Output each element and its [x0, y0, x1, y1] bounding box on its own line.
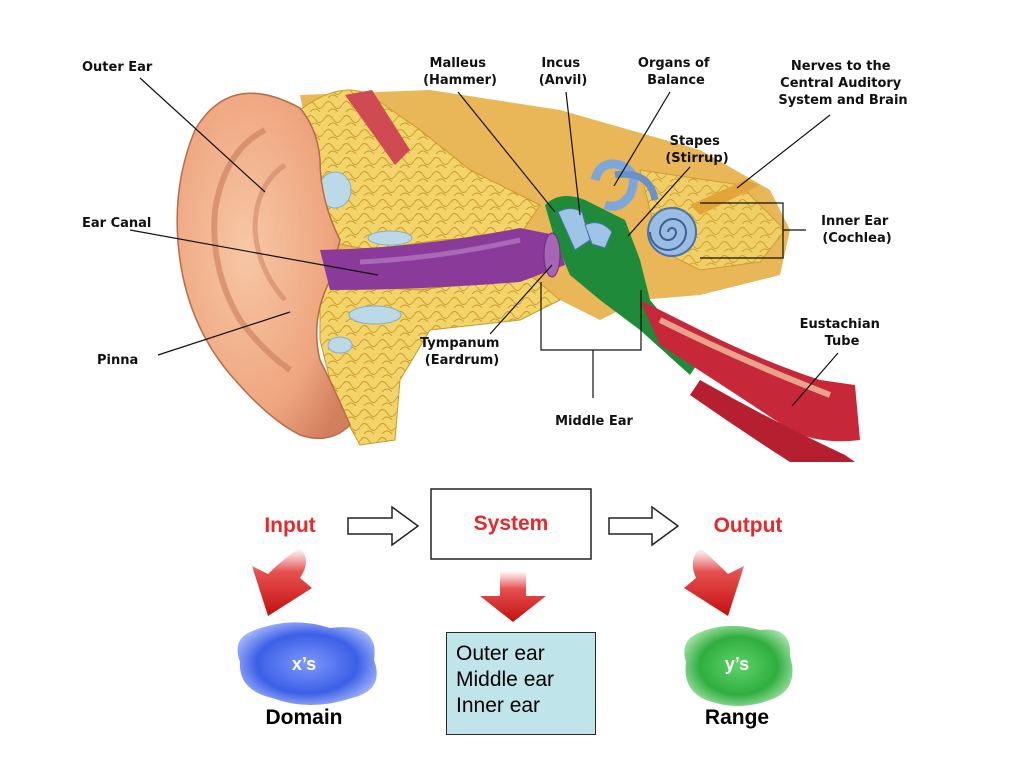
leader-malleus [457, 91, 556, 213]
air-cell [327, 336, 353, 354]
auditory-nerve [690, 180, 760, 215]
system-part-item: Middle ear [456, 668, 555, 691]
label-outer-ear: Outer Ear [82, 60, 153, 75]
red-down-arrow-icon [480, 571, 546, 622]
range-blob-label: y’s [725, 654, 749, 674]
bracket-middle-ear [540, 282, 642, 351]
label-eustachian: Eustachian Tube [800, 317, 885, 349]
eustachian-tube-lower [690, 380, 855, 462]
ear-canal-highlight [359, 237, 521, 265]
label-incus: Incus (Anvil) [539, 56, 588, 88]
domain-blob-label: x’s [292, 654, 316, 674]
label-middle-ear: Middle Ear [555, 414, 633, 429]
leader-pinna [157, 311, 291, 356]
red-down-arrow-icon [252, 548, 312, 616]
label-pinna: Pinna [97, 353, 138, 368]
leader-ear-canal [129, 229, 379, 276]
flow-output-label: Output [714, 514, 783, 537]
label-nerves: Nerves to the Central Auditory System an… [778, 59, 907, 108]
system-parts-box: Outer ear Middle ear Inner ear [446, 632, 596, 735]
anatomy-labels: Outer Ear Ear Canal Pinna Malleus (Hamme… [82, 56, 908, 429]
red-down-arrow-icon [684, 548, 744, 616]
muscle-band [345, 90, 410, 165]
cochlea-shape [647, 207, 697, 257]
domain-blob-shape [237, 622, 377, 705]
label-tympanum: Tympanum (Eardrum) [420, 336, 504, 368]
hollow-arrow-right [347, 505, 420, 547]
leader-nerves [736, 114, 831, 189]
flow-system-label: System [474, 512, 549, 535]
pinna-fold [211, 127, 292, 373]
range-label: Range [705, 706, 769, 729]
pinna-fold [252, 162, 287, 302]
label-ear-canal: Ear Canal [82, 216, 151, 231]
ear-illustration [176, 89, 860, 462]
system-part-item: Outer ear [456, 642, 545, 665]
air-cell [348, 305, 402, 325]
range-blob-shape [684, 625, 793, 706]
leader-organs-balance [613, 91, 671, 187]
domain-label: Domain [265, 706, 342, 729]
label-inner-ear: Inner Ear (Cochlea) [821, 214, 893, 246]
flow-input-label: Input [264, 514, 315, 537]
label-malleus: Malleus (Hammer) [423, 56, 497, 88]
flow-diagram: Input System Output x’s Domain y’s Range [237, 488, 793, 729]
cochlea-spiral [649, 218, 688, 251]
air-cell [367, 230, 413, 246]
leader-lines [129, 77, 839, 407]
system-part-item: Inner ear [456, 694, 541, 717]
leader-stapes [627, 166, 691, 237]
label-organs-balance: Organs of Balance [638, 56, 714, 88]
system-box [430, 488, 592, 560]
eardrum-shape [543, 232, 561, 278]
label-stapes: Stapes (Stirrup) [665, 134, 728, 166]
hollow-arrow-right [608, 505, 680, 547]
ossicles [584, 222, 613, 249]
leader-tympanum [489, 264, 553, 335]
leader-eustachian [791, 352, 839, 407]
leader-outer-ear [139, 77, 266, 193]
leader-incus [565, 91, 581, 216]
